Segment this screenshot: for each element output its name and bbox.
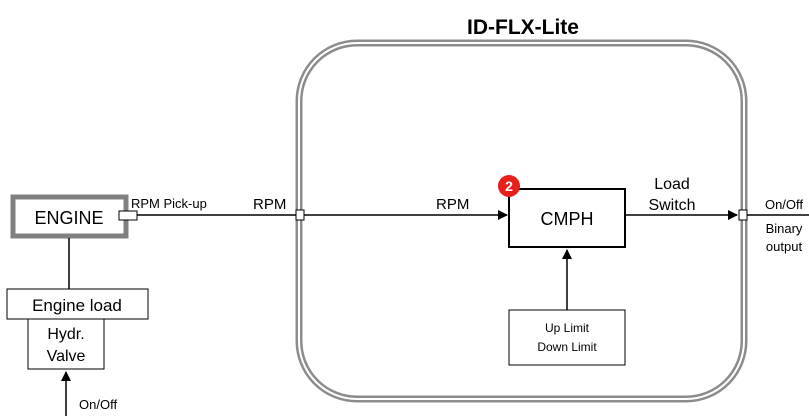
engine-load-label: Engine load xyxy=(32,296,122,315)
output-label-line1: On/Off xyxy=(765,197,803,212)
rpm-inner-label: RPM xyxy=(436,196,469,213)
rpm-pickup-sensor xyxy=(118,210,138,221)
binary-output-port xyxy=(738,209,748,221)
engine-load-box xyxy=(6,288,149,320)
cmph-label: CMPH xyxy=(541,209,594,229)
load-switch-label-line1: Load xyxy=(654,176,690,193)
device-frame xyxy=(295,39,748,403)
cmph-block xyxy=(508,188,626,248)
down-limit-label: Down Limit xyxy=(537,340,597,354)
rpm-input-port xyxy=(295,209,305,221)
diagram-title: ID-FLX-Lite xyxy=(467,16,579,39)
valve-input-label: On/Off xyxy=(79,397,117,412)
output-label-line2: Binary xyxy=(766,221,803,236)
engine-label: ENGINE xyxy=(34,208,103,228)
limits-box xyxy=(508,309,626,366)
rpm-pickup-label: RPM Pick-up xyxy=(131,196,207,211)
cmph-badge-number: 2 xyxy=(505,178,513,194)
hydr-valve-box xyxy=(27,318,105,370)
hydr-valve-label-line2: Valve xyxy=(47,348,86,365)
load-switch-label-line2: Switch xyxy=(648,197,695,214)
up-limit-label: Up Limit xyxy=(545,321,590,335)
cmph-badge xyxy=(498,175,520,197)
hydr-valve-label-line1: Hydr. xyxy=(47,326,84,343)
rpm-outer-label: RPM xyxy=(253,196,286,213)
output-label-line3: output xyxy=(766,239,803,254)
